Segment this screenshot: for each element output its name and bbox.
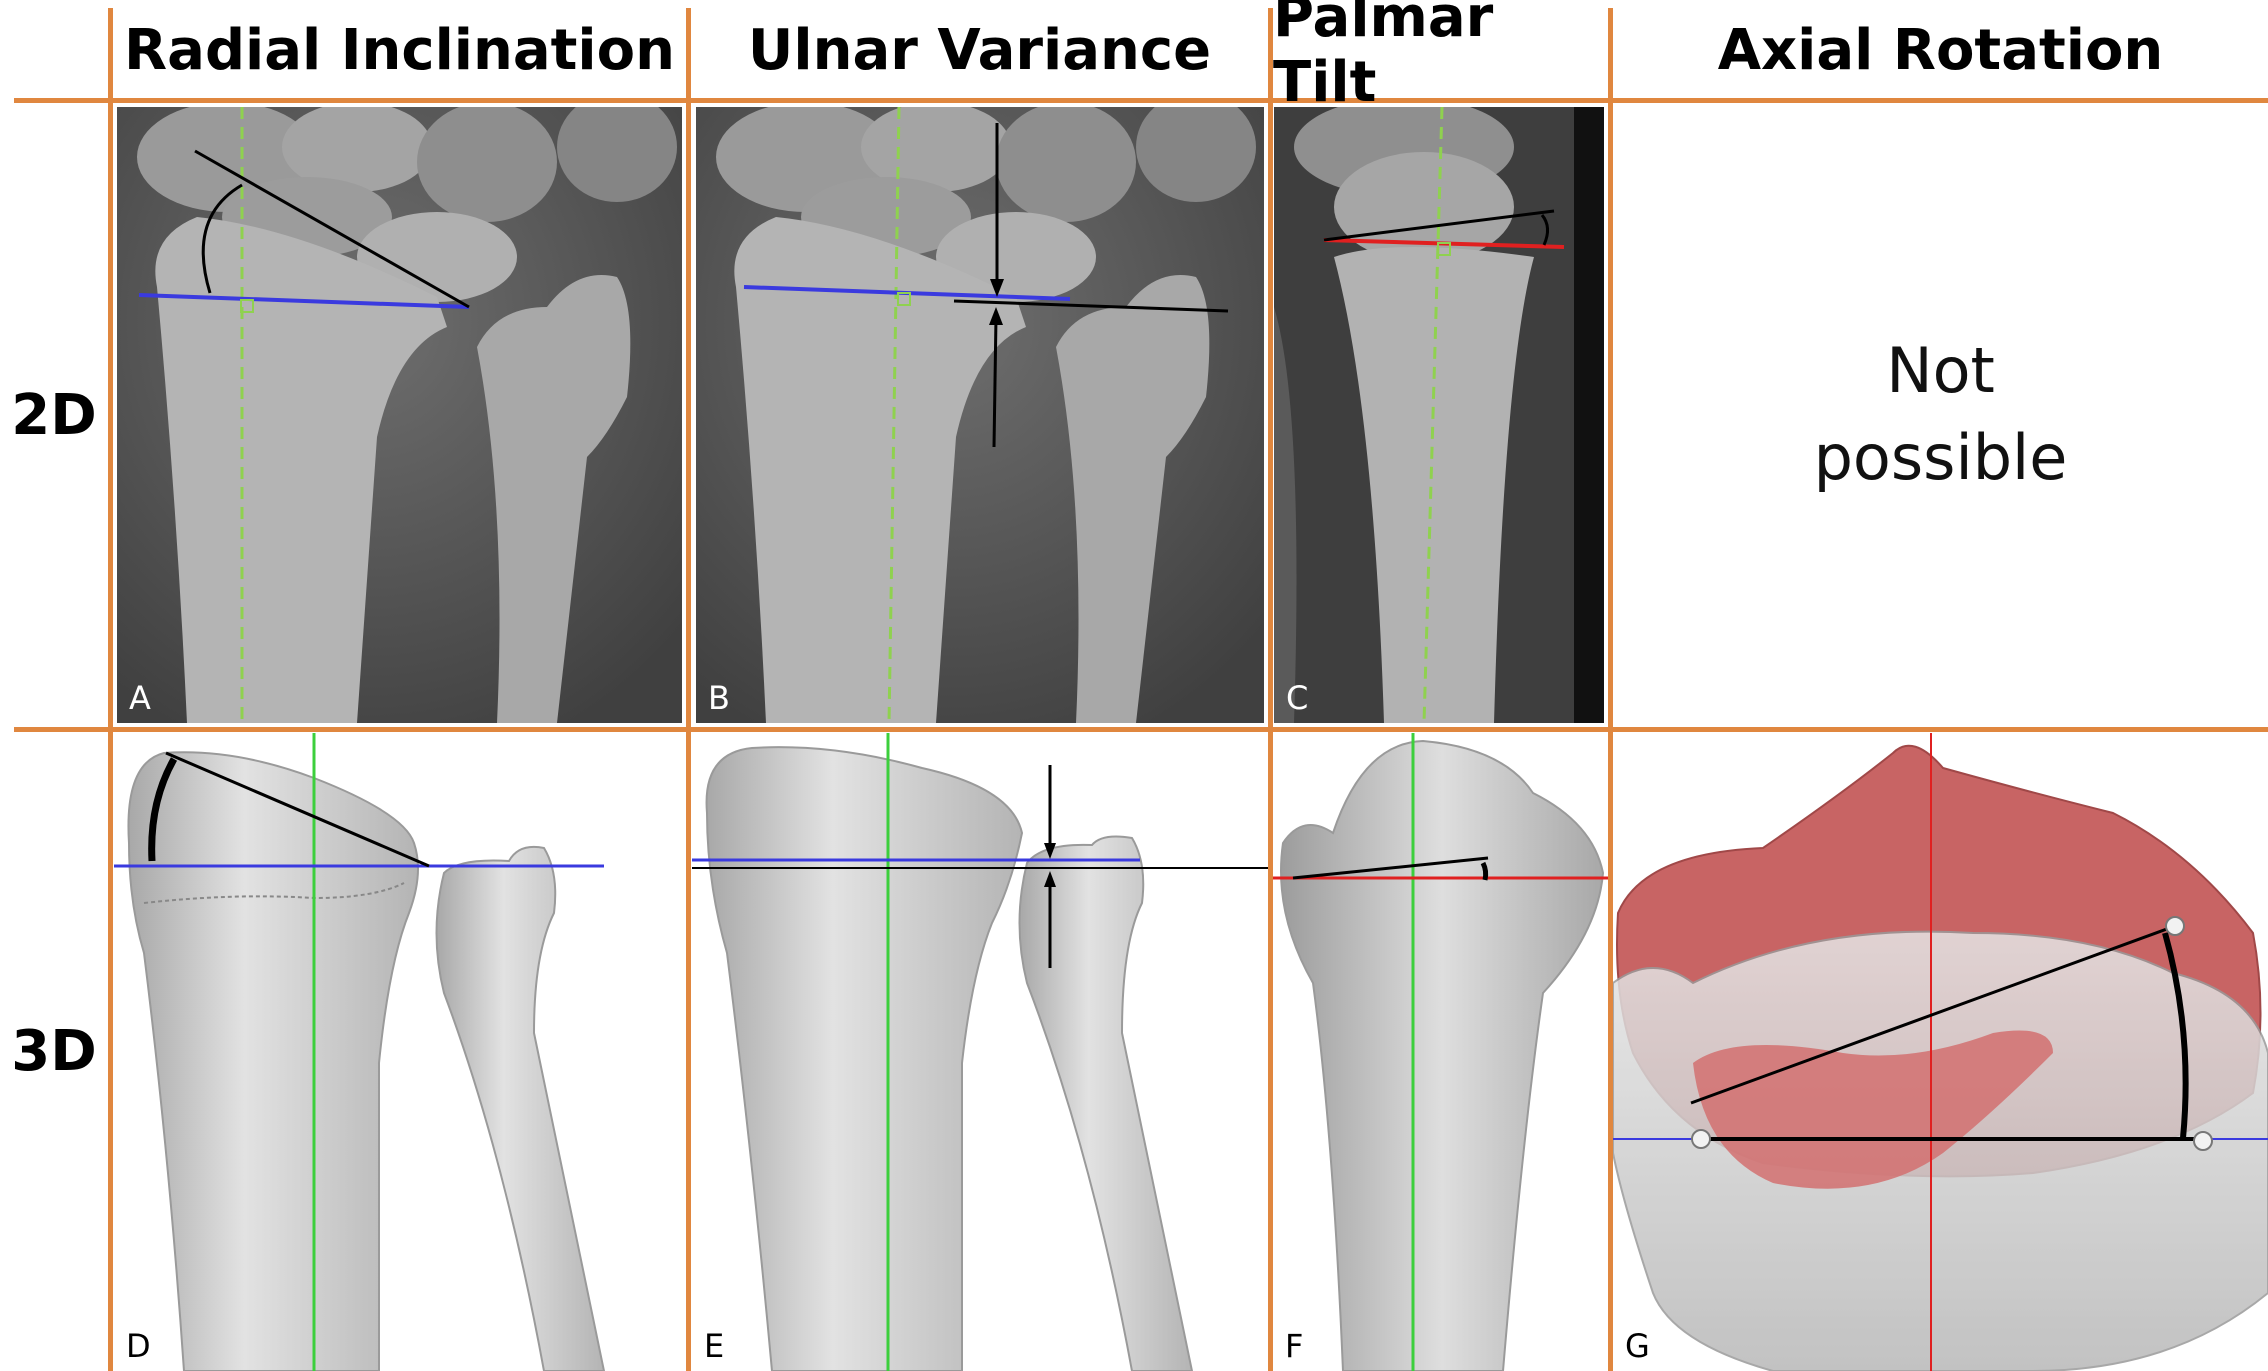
grid-line-h2 (14, 727, 2268, 732)
column-header-ulnar-variance: Ulnar Variance (691, 0, 1268, 100)
column-header-radial-inclination: Radial Inclination (113, 0, 686, 100)
column-header-axial-rotation: Axial Rotation (1613, 0, 2268, 100)
panel-label-e: E (704, 1327, 724, 1365)
row-label-3d: 3D (0, 732, 108, 1371)
grid-line-v1 (108, 8, 113, 1371)
panel-f-3d-model: F (1273, 733, 1608, 1371)
panel-g-3d-model: G (1613, 733, 2268, 1371)
panel-label-f: F (1285, 1327, 1303, 1365)
panel-d-3d-model: D (114, 733, 686, 1371)
panel-label-a: A (129, 679, 151, 717)
panel-b-xray: B (696, 107, 1264, 723)
panel-c-xray: C (1274, 107, 1604, 723)
column-header-palmar-tilt: Palmar Tilt (1273, 0, 1608, 100)
row-label-2d: 2D (0, 103, 108, 727)
not-possible-text: Not possible (1613, 103, 2268, 727)
panel-label-b: B (708, 679, 730, 717)
panel-label-d: D (126, 1327, 151, 1365)
not-possible-line1: Not (1886, 328, 1995, 415)
panel-e-3d-model: E (692, 733, 1268, 1371)
panel-label-g: G (1625, 1327, 1650, 1365)
panel-a-xray: A (117, 107, 682, 723)
grid-line-v2 (686, 8, 691, 1371)
panel-label-c: C (1286, 679, 1308, 717)
not-possible-line2: possible (1814, 415, 2068, 502)
